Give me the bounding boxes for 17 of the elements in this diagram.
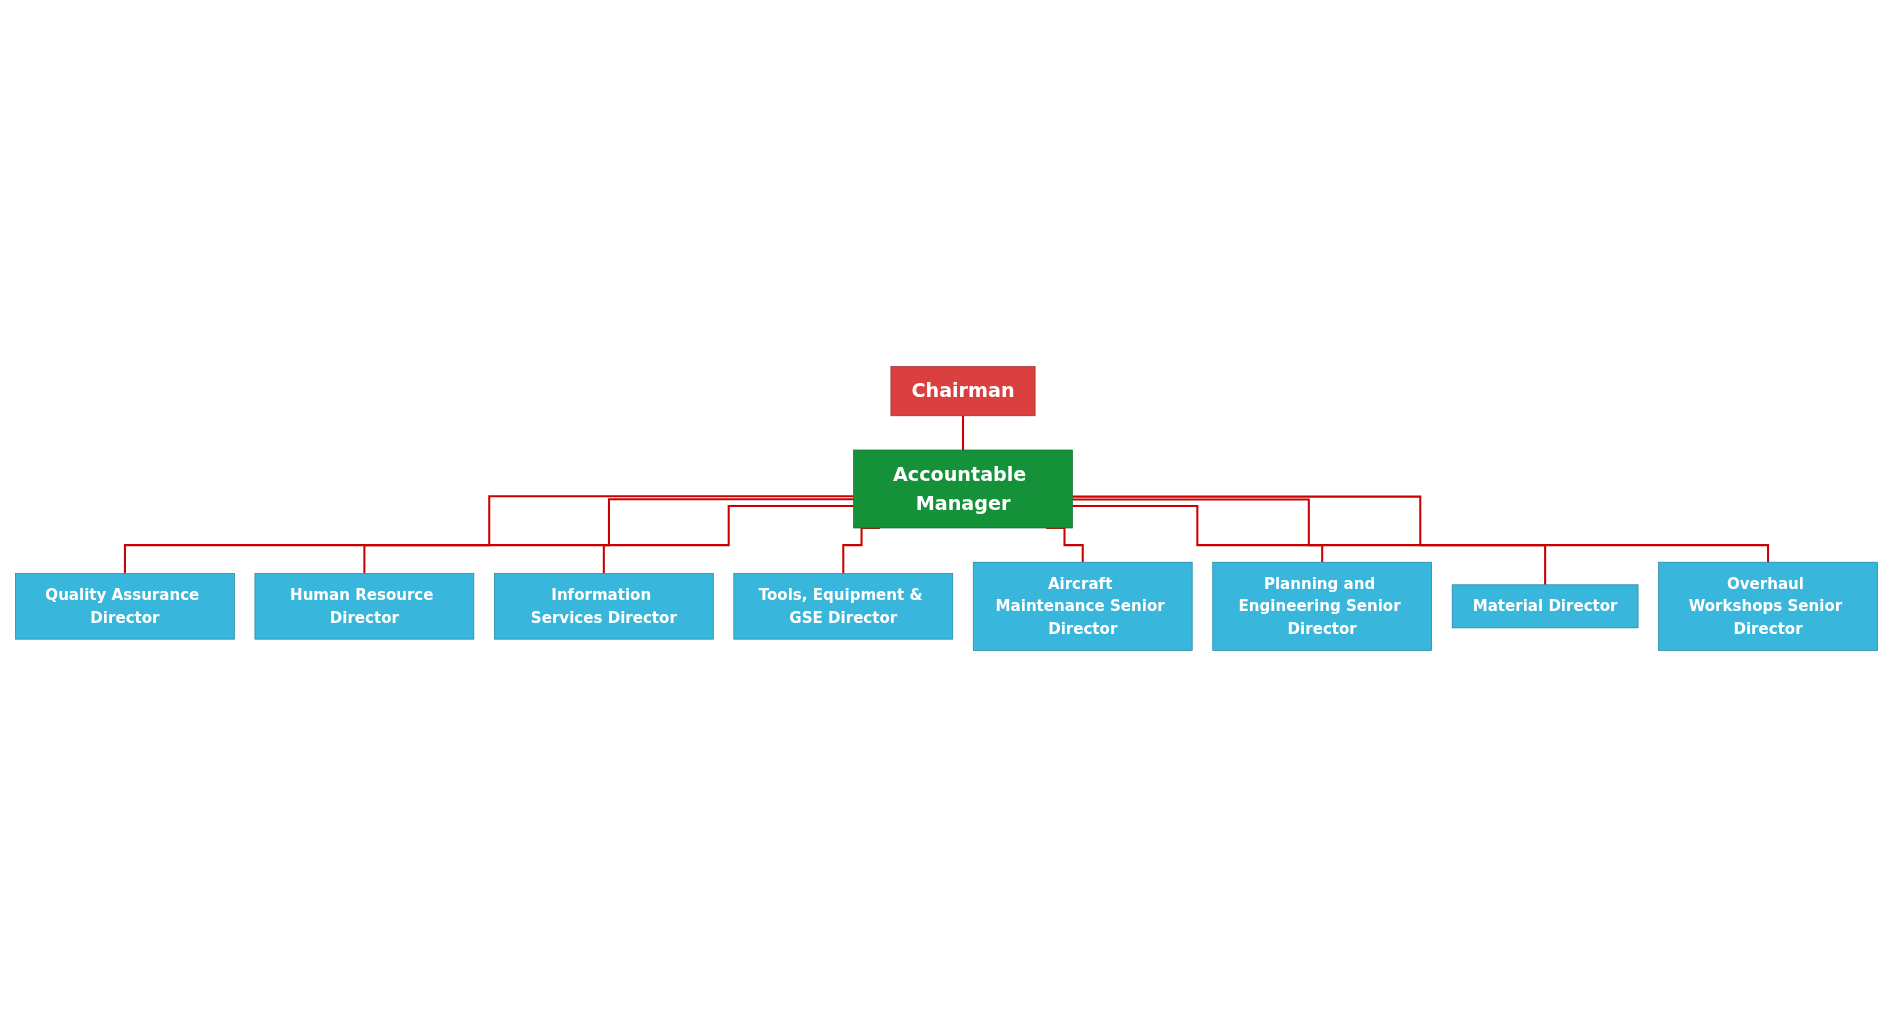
node-box: Chairman [890,366,1036,417]
node-box: Information Services Director [494,573,714,640]
node-box: Material Director [1451,584,1639,629]
connector [363,498,854,575]
connector [1072,505,1324,564]
node-box: Accountable Manager [853,449,1073,529]
node-box: Aircraft Maintenance Senior Director [972,561,1193,651]
connector [602,505,854,575]
node-box: Human Resource Director [254,573,475,640]
connector [1072,495,1770,564]
node-box: Overhaul Workshops Senior Director [1658,561,1878,651]
node-box: Tools, Equipment & GSE Director [733,573,954,640]
connector [962,414,965,452]
connector [123,495,854,575]
connector [1072,498,1547,586]
node-box: Planning and Engineering Senior Director [1212,561,1432,651]
node-box: Quality Assurance Director [15,573,235,640]
